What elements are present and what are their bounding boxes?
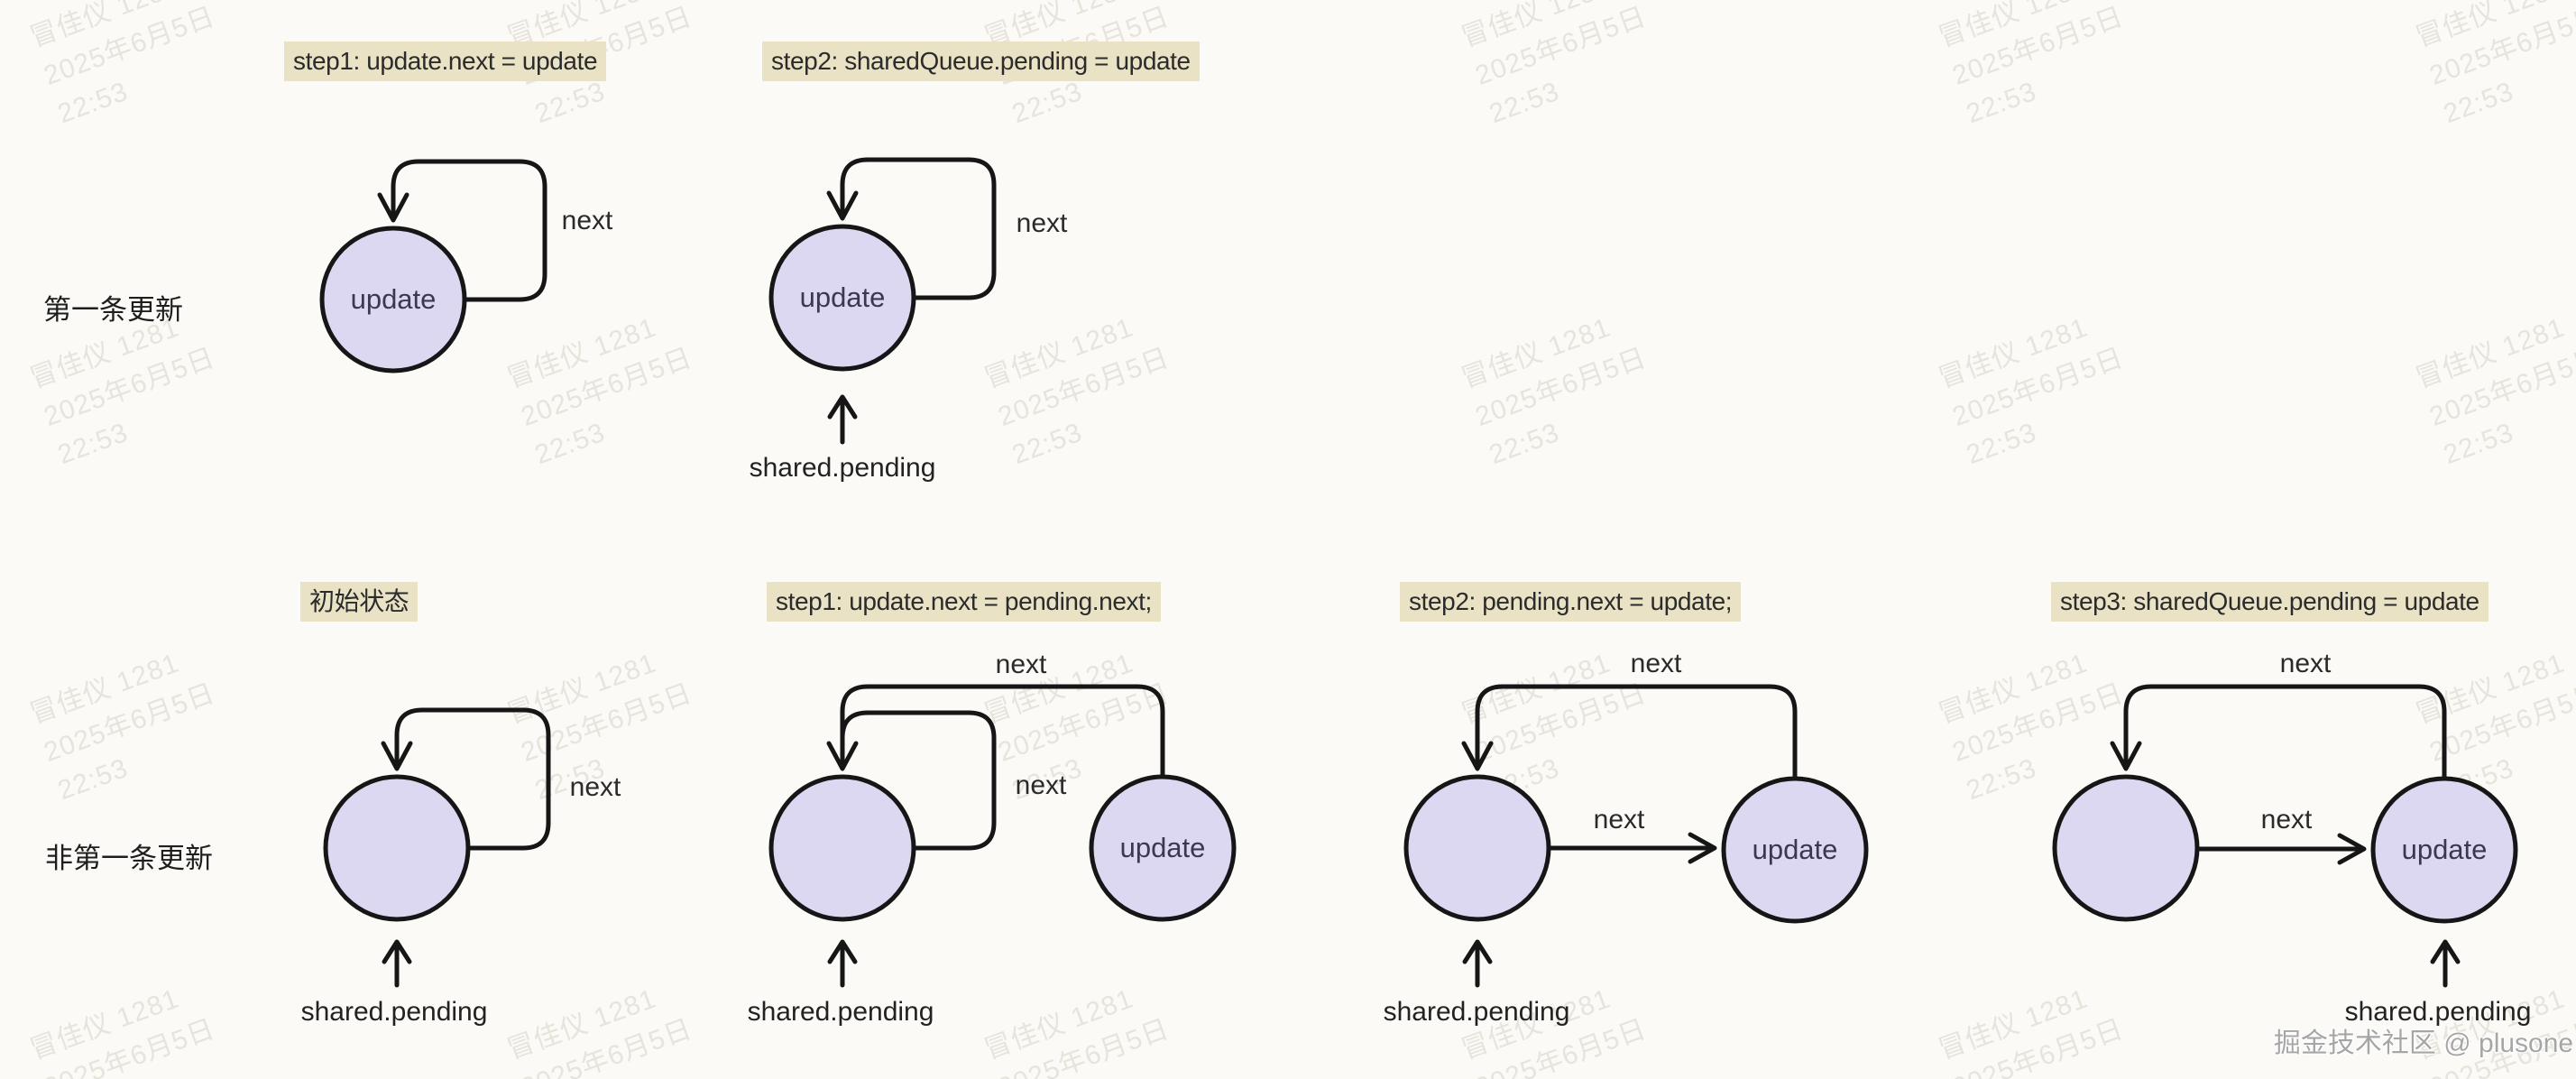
step-title-r1d2: step2: sharedQueue.pending = update [762, 42, 1200, 81]
step-title-r2d2: step1: update.next = pending.next; [767, 582, 1161, 622]
arrowhead-r2d3 [1461, 741, 1494, 771]
node-label-update-r2d2: update [1119, 832, 1206, 863]
next-edge-arrowhead-r2d3 [1688, 832, 1717, 864]
self-loop-arrow-r2d2 [840, 710, 997, 851]
node-circle-pending-r2d3 [1403, 774, 1551, 922]
step-title-r2d1: 初始状态 [300, 582, 419, 622]
node-circle-update-r2d3 [1721, 776, 1869, 924]
node-circle-pending-r2d2 [768, 774, 916, 922]
next-label-edge-r2d4: next [2260, 805, 2313, 835]
step-title-r1d1: step1: update.next = update [284, 42, 607, 81]
pointer-arrowhead-r2d4 [2430, 939, 2461, 964]
shared-pending-label-r2d4: shared.pending [2344, 997, 2532, 1027]
node-label-update-r2d4: update [2401, 834, 2488, 865]
shared-pending-label-r1d2: shared.pending [749, 453, 936, 483]
next-label-loop-r1d2: next [1016, 208, 1068, 238]
arrowhead-r2d2 [826, 741, 859, 771]
node-circle-update-r1d1 [319, 226, 467, 374]
node-circle-update-r2d2 [1089, 774, 1237, 922]
outer-next-arrow-r2d4 [2123, 684, 2447, 781]
footer-credit: 掘金技术社区 @ plusone [2273, 1028, 2574, 1058]
next-label-outer-r2d4: next [2279, 649, 2332, 678]
node-circle-update-r2d4 [2370, 776, 2518, 924]
next-label-loop-r2d2: next [1015, 770, 1067, 800]
shared-pending-label-r2d3: shared.pending [1383, 997, 1570, 1027]
step-title-r2d4: step3: sharedQueue.pending = update [2051, 582, 2489, 622]
self-loop-arrow-r1d1 [391, 159, 547, 302]
self-loop-arrow-r2d1 [394, 707, 551, 851]
next-label-loop-r2d1: next [569, 772, 621, 802]
outer-next-arrow-r2d2 [840, 684, 1165, 779]
arrowhead-r2d1 [381, 741, 413, 771]
row-label-first-update: 第一条更新 [43, 294, 183, 326]
next-label-loop-r1d1: next [561, 206, 613, 235]
node-circle-pending-r2d1 [323, 774, 471, 922]
node-circle-pending-r2d4 [2052, 774, 2200, 922]
row-label-not-first-update: 非第一条更新 [45, 843, 213, 874]
next-edge-arrowhead-r2d4 [2337, 833, 2367, 865]
shared-pending-label-r2d2: shared.pending [747, 997, 934, 1027]
node-label-update-r2d3: update [1752, 834, 1838, 865]
arrowhead-r2d4 [2110, 741, 2142, 771]
self-loop-arrow-r1d2 [840, 157, 997, 300]
arrowhead-r1d2 [826, 190, 859, 221]
shared-pending-label-r2d1: shared.pending [300, 997, 488, 1027]
next-label-outer-r2d2: next [995, 650, 1047, 679]
step-title-r2d3: step2: pending.next = update; [1400, 582, 1742, 622]
pointer-arrowhead-r1d2 [827, 394, 858, 420]
arrowhead-r1d1 [377, 192, 409, 223]
pointer-arrowhead-r2d2 [827, 939, 858, 964]
outer-next-arrow-r2d3 [1475, 684, 1798, 781]
node-label-update-r1d2: update [799, 281, 886, 313]
next-label-edge-r2d3: next [1593, 805, 1645, 835]
node-label-update-r1d1: update [350, 283, 437, 315]
pointer-arrowhead-r2d3 [1462, 939, 1493, 964]
pointer-arrowhead-r2d1 [382, 939, 412, 964]
node-circle-update-r1d2 [768, 224, 916, 372]
next-label-outer-r2d3: next [1630, 649, 1682, 678]
